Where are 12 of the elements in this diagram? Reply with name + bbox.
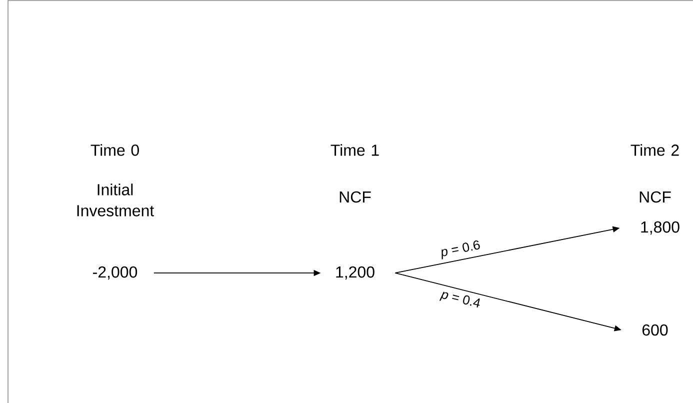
column-heading: Time 0 [90,144,139,156]
edge-label: p = 0.6 [442,240,480,260]
column-heading: Initial Investment [77,184,154,216]
column-heading: NCF [640,191,671,203]
value-text: -2,000 [93,266,138,280]
column-heading: NCF [340,191,371,203]
value-text: 600 [642,324,668,336]
edge-label: p = 0.4 [439,292,480,308]
value-text: 1,200 [336,266,374,280]
value-text: 1,800 [641,221,680,235]
column-heading: Time 1 [330,144,379,156]
column-heading: Time 2 [630,144,679,156]
